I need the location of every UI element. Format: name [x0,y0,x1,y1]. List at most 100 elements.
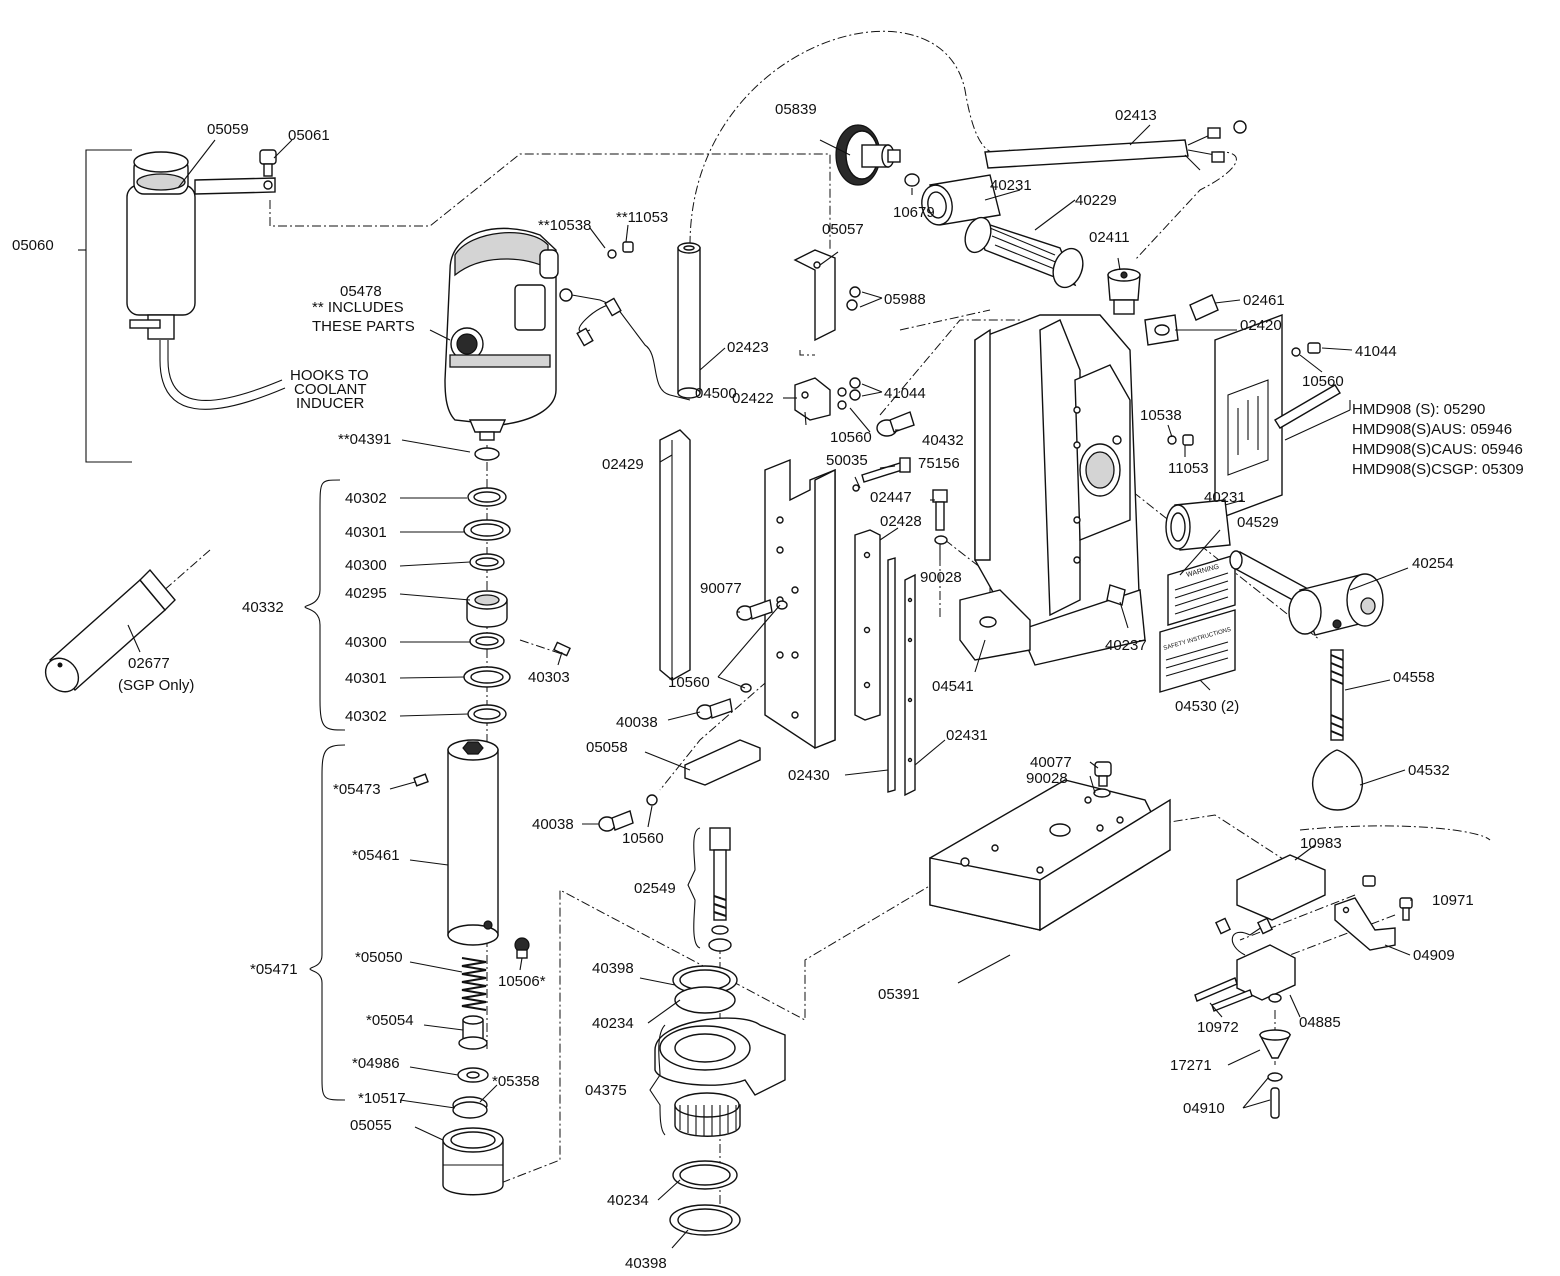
ring-40234-top [674,986,736,1014]
label-05057: 05057 [822,221,864,238]
label-10983: 10983 [1300,835,1342,852]
label-02677: 02677 [128,655,170,672]
label-hooks-3: INDUCER [296,395,365,412]
label-04375: 04375 [585,1082,627,1099]
label-04500: 04500 [695,385,737,402]
washer-10679 [904,173,920,187]
bracket-05471 [309,744,346,1101]
label-02461: 02461 [1243,292,1285,309]
tube-02423 [677,242,701,399]
label-02411: 02411 [1089,229,1130,246]
label-40332: 40332 [242,599,284,616]
label-10517: *10517 [358,1090,406,1107]
label-05061: 05061 [288,127,330,144]
screw-02461 [1189,294,1219,321]
label-02423: 02423 [727,339,769,356]
bushing-40231-top [921,174,1001,226]
switch-02411 [1107,268,1141,315]
rail-02428 [854,529,881,721]
label-02431: 02431 [946,727,988,744]
screw-10506 [514,937,530,959]
label-41044-top: 41044 [1355,343,1397,360]
screw-11053-right [1167,434,1194,446]
collar-04375 [654,1017,786,1137]
set-screw-05473 [413,773,429,787]
label-10971: 10971 [1432,892,1474,909]
bolt-02447 [932,489,948,545]
screws-41044-mid [837,377,861,410]
slide-04500 [764,458,836,750]
label-40229: 40229 [1075,192,1117,209]
grease-fitting-40303 [553,641,571,657]
label-hmd-3: HMD908(S)CAUS: 05946 [1352,441,1523,458]
label-05473: *05473 [333,781,381,798]
pin-04910 [1267,1072,1283,1119]
label-hooks-2: COOLANT [294,381,367,398]
shaft-40254 [1229,550,1384,636]
label-includes-2: THESE PARTS [312,318,415,335]
gib-02429 [659,429,691,681]
label-05054: *05054 [366,1012,414,1029]
sleeve-05054 [458,1015,488,1050]
label-40234-bottom: 40234 [607,1192,649,1209]
screw-11053-washer-10538 [607,241,634,259]
bracket-40332 [304,479,346,731]
label-04909: 04909 [1413,947,1455,964]
label-hmd-1: HMD908 (S): 05290 [1352,401,1485,418]
screw-05061 [259,149,277,177]
label-90028-low: 90028 [1026,770,1068,787]
label-40038-low: 40038 [532,816,574,833]
spindle-rings [463,447,511,724]
label-05988: 05988 [884,291,926,308]
label-50035: 50035 [826,452,868,469]
screw-41044-top [1291,342,1321,357]
nameplate-panel [1214,313,1341,522]
label-05060: 05060 [12,237,54,254]
label-10560-top: 10560 [1302,373,1344,390]
label-02428: 02428 [880,513,922,530]
clamp-02420 [1144,314,1179,346]
label-02413: 02413 [1115,107,1157,124]
label-40303: 40303 [528,669,570,686]
module-04885 [1215,917,1296,1003]
label-02430: 02430 [788,767,830,784]
label-10538: 10538 [1140,407,1182,424]
label-05471: *05471 [250,961,298,978]
label-10506: 10506* [498,973,546,990]
screw-40038-mid [696,683,752,720]
label-hooks-1: HOOKS TO [290,367,369,384]
label-40231-top: 40231 [990,177,1032,194]
label-10538-star: **10538 [538,217,591,234]
label-40300-b: 40300 [345,634,387,651]
label-10560-mid: 10560 [830,429,872,446]
screws-05988 [846,286,861,311]
label-02549: 02549 [634,880,676,897]
label-17271: 17271 [1170,1057,1212,1074]
warning-label: WARNING [1167,554,1236,626]
bracket-04909 [1334,897,1396,951]
bracket-04541 [959,589,1031,661]
label-hmd-4: HMD908(S)CSGP: 05309 [1352,461,1524,478]
bracket-02422 [794,377,831,421]
label-10560-c: 10560 [668,674,710,691]
label-04558: 04558 [1393,669,1435,686]
screw-40432 [876,411,915,437]
label-40301-a: 40301 [345,524,387,541]
label-40432: 40432 [922,432,964,449]
label-40301-b: 40301 [345,670,387,687]
washer-04986 [457,1067,489,1083]
bolt-40077 [1093,761,1112,798]
bolt-02549 [708,827,732,952]
label-04541: 04541 [932,678,974,695]
ring-40398-bottom [669,1204,741,1236]
bracket-05060 [85,149,132,463]
screw-10971 [1399,897,1413,921]
label-includes-1: ** INCLUDES [312,299,404,316]
label-05391: 05391 [878,986,920,1003]
label-40038-mid: 40038 [616,714,658,731]
label-05478: 05478 [340,283,382,300]
label-11053-star: **11053 [616,209,668,226]
label-05050: *05050 [355,949,403,966]
drill-motor-05478 [444,227,559,441]
